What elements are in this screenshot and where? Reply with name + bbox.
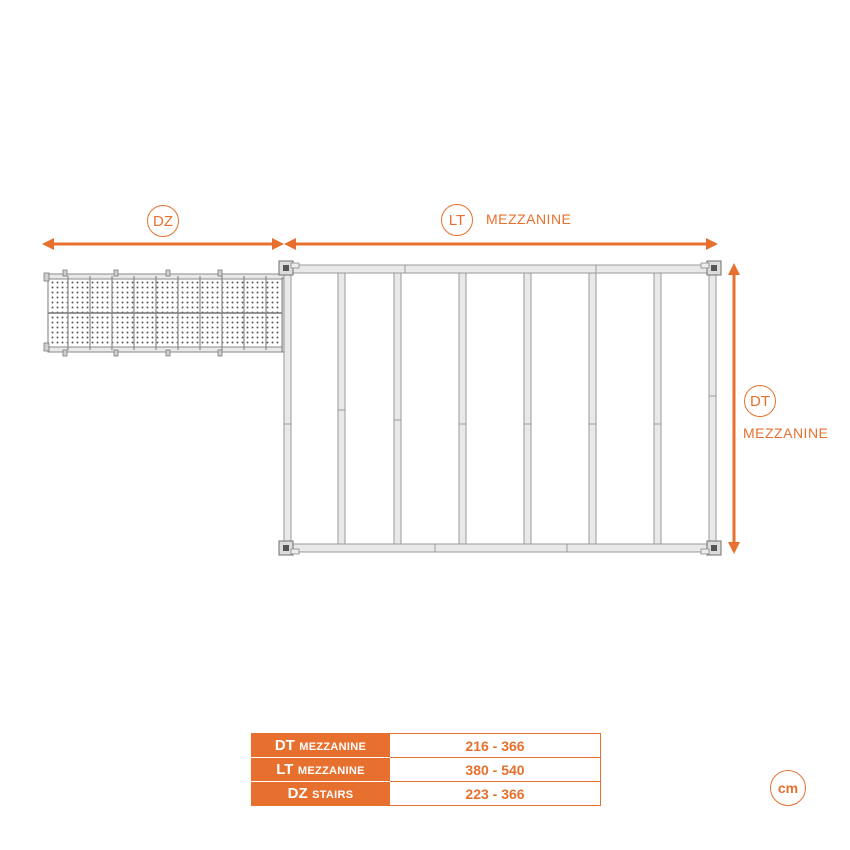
mezzanine-frame	[278, 260, 722, 556]
spec-code: LT	[276, 760, 294, 778]
spec-code: DZ	[287, 784, 308, 802]
dt-dimension-arrow	[728, 263, 740, 554]
spec-key-cell: LT MEZZANINE	[251, 757, 390, 782]
lt-label: MEZZANINE	[486, 211, 572, 227]
dimension-spec-table: DT MEZZANINE 216 - 366 LT MEZZANINE 380 …	[251, 733, 601, 806]
spec-value: 216 - 366	[389, 733, 601, 758]
table-row: DT MEZZANINE 216 - 366	[251, 733, 601, 758]
stairs	[43, 269, 291, 357]
spec-value: 380 - 540	[389, 757, 601, 782]
spec-key-cell: DZ STAIRS	[251, 781, 390, 806]
table-row: DZ STAIRS 223 - 366	[251, 781, 601, 806]
spec-code: DT	[274, 736, 295, 754]
spec-label: STAIRS	[312, 788, 354, 801]
dt-code-badge: DT	[744, 385, 776, 417]
spec-label: MEZZANINE	[299, 740, 367, 753]
unit-badge: cm	[770, 770, 806, 806]
dz-dimension-arrow	[42, 238, 284, 250]
dz-code-badge: DZ	[147, 205, 179, 237]
spec-key-cell: DT MEZZANINE	[251, 733, 390, 758]
spec-value: 223 - 366	[389, 781, 601, 806]
lt-dimension-arrow	[284, 238, 718, 250]
table-row: LT MEZZANINE 380 - 540	[251, 757, 601, 782]
dt-label: MEZZANINE	[743, 425, 829, 441]
lt-code-badge: LT	[441, 204, 473, 236]
spec-label: MEZZANINE	[297, 764, 365, 777]
